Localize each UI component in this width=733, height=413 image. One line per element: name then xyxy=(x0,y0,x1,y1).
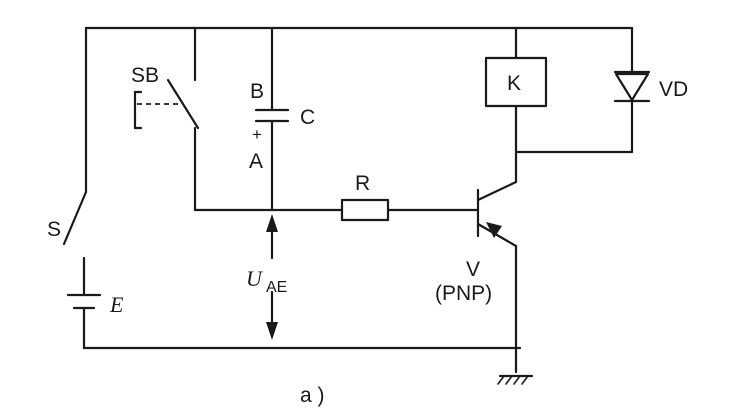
switch-sb xyxy=(133,26,200,212)
label-c: C xyxy=(300,106,315,129)
capacitor-c xyxy=(254,26,290,212)
label-pnp: (PNP) xyxy=(435,282,492,305)
ground-symbol xyxy=(497,374,534,385)
label-vd: VD xyxy=(659,78,688,101)
caption: a ) xyxy=(300,384,325,407)
label-sb: SB xyxy=(131,64,159,87)
label-plus: + xyxy=(252,125,262,144)
label-v: V xyxy=(466,258,480,281)
label-u-sub: AE xyxy=(266,279,287,296)
voltage-arrow-uae xyxy=(266,214,278,340)
resistor-r xyxy=(340,198,390,222)
label-r: R xyxy=(355,172,370,195)
label-s: S xyxy=(47,218,61,241)
transistor-v xyxy=(476,180,518,374)
switch-s xyxy=(62,190,88,297)
label-u: U xyxy=(246,266,264,291)
relay-k xyxy=(484,26,548,184)
label-a: A xyxy=(249,150,263,173)
diode-vd xyxy=(514,26,651,154)
label-e: E xyxy=(109,292,124,317)
label-k: K xyxy=(507,72,521,95)
label-b: B xyxy=(250,80,264,103)
battery-e xyxy=(66,293,102,350)
